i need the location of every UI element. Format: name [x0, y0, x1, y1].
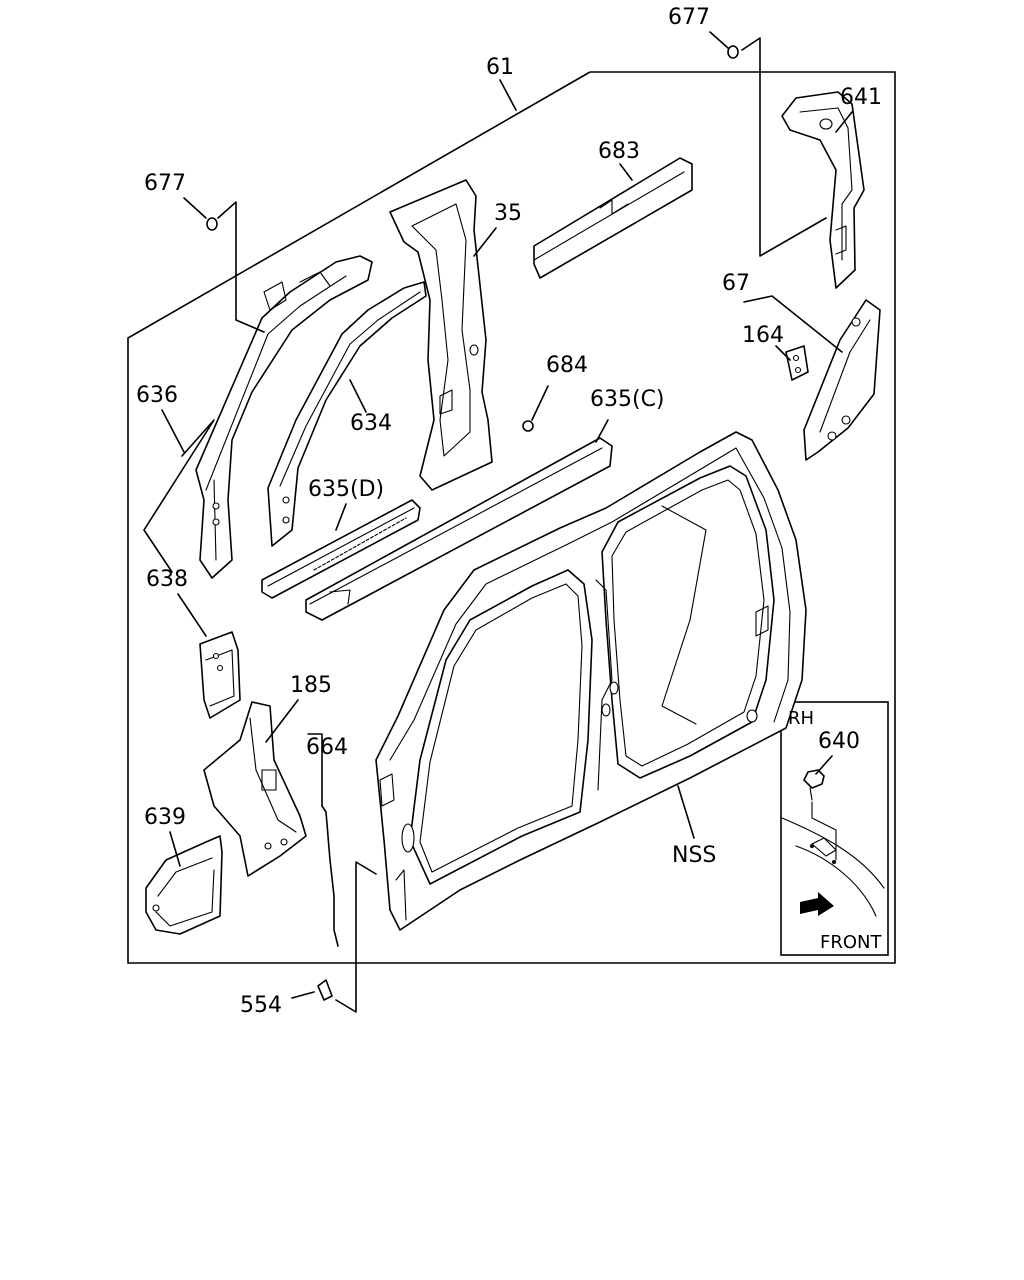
label-638: 638: [146, 567, 188, 592]
label-185: 185: [290, 673, 332, 698]
label-635c: 635(C): [590, 387, 665, 412]
part-684-nut: [522, 420, 534, 432]
label-664: 664: [306, 735, 348, 760]
part-683-shape: [533, 157, 693, 279]
label-61: 61: [486, 55, 514, 80]
part-635d-shape: [261, 499, 421, 599]
part-nss-shape: [375, 431, 807, 931]
label-677-top: 677: [668, 5, 710, 30]
label-67: 67: [722, 271, 750, 296]
inset-side-label: RH: [788, 708, 814, 729]
part-641-shape: [781, 91, 865, 289]
label-nss: NSS: [672, 843, 716, 868]
part-664-shape: [321, 805, 339, 947]
part-635c-shape: [305, 437, 613, 621]
label-639: 639: [144, 805, 186, 830]
label-554: 554: [240, 993, 282, 1018]
part-554-shape: [317, 979, 333, 1001]
label-684: 684: [546, 353, 588, 378]
inset-box: [780, 701, 889, 956]
part-636-shape: [195, 255, 373, 579]
inset-detail: [781, 769, 885, 917]
label-35: 35: [494, 201, 522, 226]
label-641: 641: [840, 85, 882, 110]
part-164-shape: [785, 345, 809, 381]
label-634: 634: [350, 411, 392, 436]
leader-lines: [143, 31, 853, 1013]
label-635d: 635(D): [308, 477, 384, 502]
part-185-shape: [203, 701, 307, 877]
part-638-shape: [199, 631, 241, 719]
label-640: 640: [818, 729, 860, 754]
part-677-left-nut: [206, 217, 218, 231]
part-67-shape: [803, 299, 881, 461]
label-677-left: 677: [144, 171, 186, 196]
part-634-shape: [267, 281, 427, 547]
inset-front-label: FRONT: [820, 932, 882, 953]
part-677-top-nut: [727, 45, 739, 59]
assembly-frame: [127, 71, 896, 964]
part-639-shape: [145, 835, 223, 935]
part-35-shape: [389, 179, 493, 491]
front-arrow-icon: [800, 892, 834, 916]
label-683: 683: [598, 139, 640, 164]
label-164: 164: [742, 323, 784, 348]
label-636: 636: [136, 383, 178, 408]
